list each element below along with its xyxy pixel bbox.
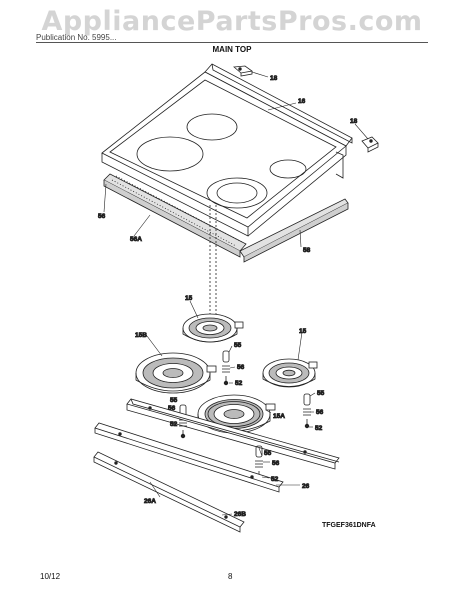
- surface-element-rear-left: [182, 313, 244, 343]
- footer-page-number: 8: [228, 572, 233, 581]
- insulation-strip-front: [103, 173, 247, 258]
- callout-screw-52-b: 52: [315, 425, 323, 432]
- site-watermark: AppliancePartsPros.com: [41, 6, 423, 37]
- leader-lines: [103, 71, 369, 516]
- terminal-hardware-c: [303, 393, 311, 429]
- callout-spring-56-a: 56: [237, 364, 245, 371]
- cooktop-element-marks: [136, 113, 307, 209]
- support-rail-lower: [93, 451, 245, 533]
- callout-rail-26: 26: [302, 483, 310, 490]
- callout-spring-56-e: 56: [272, 460, 280, 467]
- bracket-clip-top: [233, 65, 254, 77]
- terminal-hardware-a: [222, 350, 230, 386]
- insulation-strip-right: [239, 198, 349, 263]
- callout-rail-26b: 26B: [234, 511, 246, 518]
- callout-insulation-56a: 56A: [130, 236, 142, 243]
- callout-rail-26a: 26A: [144, 498, 156, 505]
- surface-element-rear-right: [262, 358, 318, 388]
- callout-insulation-58: 58: [303, 247, 311, 254]
- support-rail-middle: [94, 422, 284, 493]
- callout-main-top-16: 16: [298, 98, 306, 105]
- surface-element-front-left: [135, 352, 217, 394]
- callout-bracket-clip-18-top: 18: [270, 75, 278, 82]
- callout-element-15a: 15A: [273, 413, 285, 420]
- publication-line: Publication No. 5995...: [36, 33, 117, 42]
- callout-bracket-clip-18-right: 18: [350, 118, 358, 125]
- callout-screw-52-c: 52: [170, 421, 178, 428]
- callout-element-15b: 15B: [135, 332, 147, 339]
- callout-terminal-55-d: 55: [264, 450, 272, 457]
- section-title: MAIN TOP: [212, 45, 252, 54]
- callout-element-15-top: 15: [185, 295, 193, 302]
- support-rail-upper: [126, 398, 340, 470]
- terminal-hardware-b: [179, 404, 187, 439]
- callout-element-15-right: 15: [299, 328, 307, 335]
- callout-spring-56-b: 56: [316, 409, 324, 416]
- callout-terminal-55-a: 55: [234, 342, 242, 349]
- callout-screw-52-d: 52: [271, 476, 279, 483]
- callout-spring-56-c: 56: [168, 405, 176, 412]
- callout-screw-52-a: 52: [235, 380, 243, 387]
- alignment-line: [209, 205, 217, 320]
- callout-insulation-56: 56: [98, 213, 106, 220]
- footer-date: 10/12: [40, 572, 61, 581]
- figure-code: TFGEF361DNFA: [322, 522, 376, 529]
- header-rule: [36, 42, 428, 43]
- callout-terminal-55-b: 55: [317, 390, 325, 397]
- callout-terminal-55-c: 55: [170, 397, 178, 404]
- main-top-panel: [101, 63, 353, 237]
- bracket-clip-right: [361, 136, 379, 153]
